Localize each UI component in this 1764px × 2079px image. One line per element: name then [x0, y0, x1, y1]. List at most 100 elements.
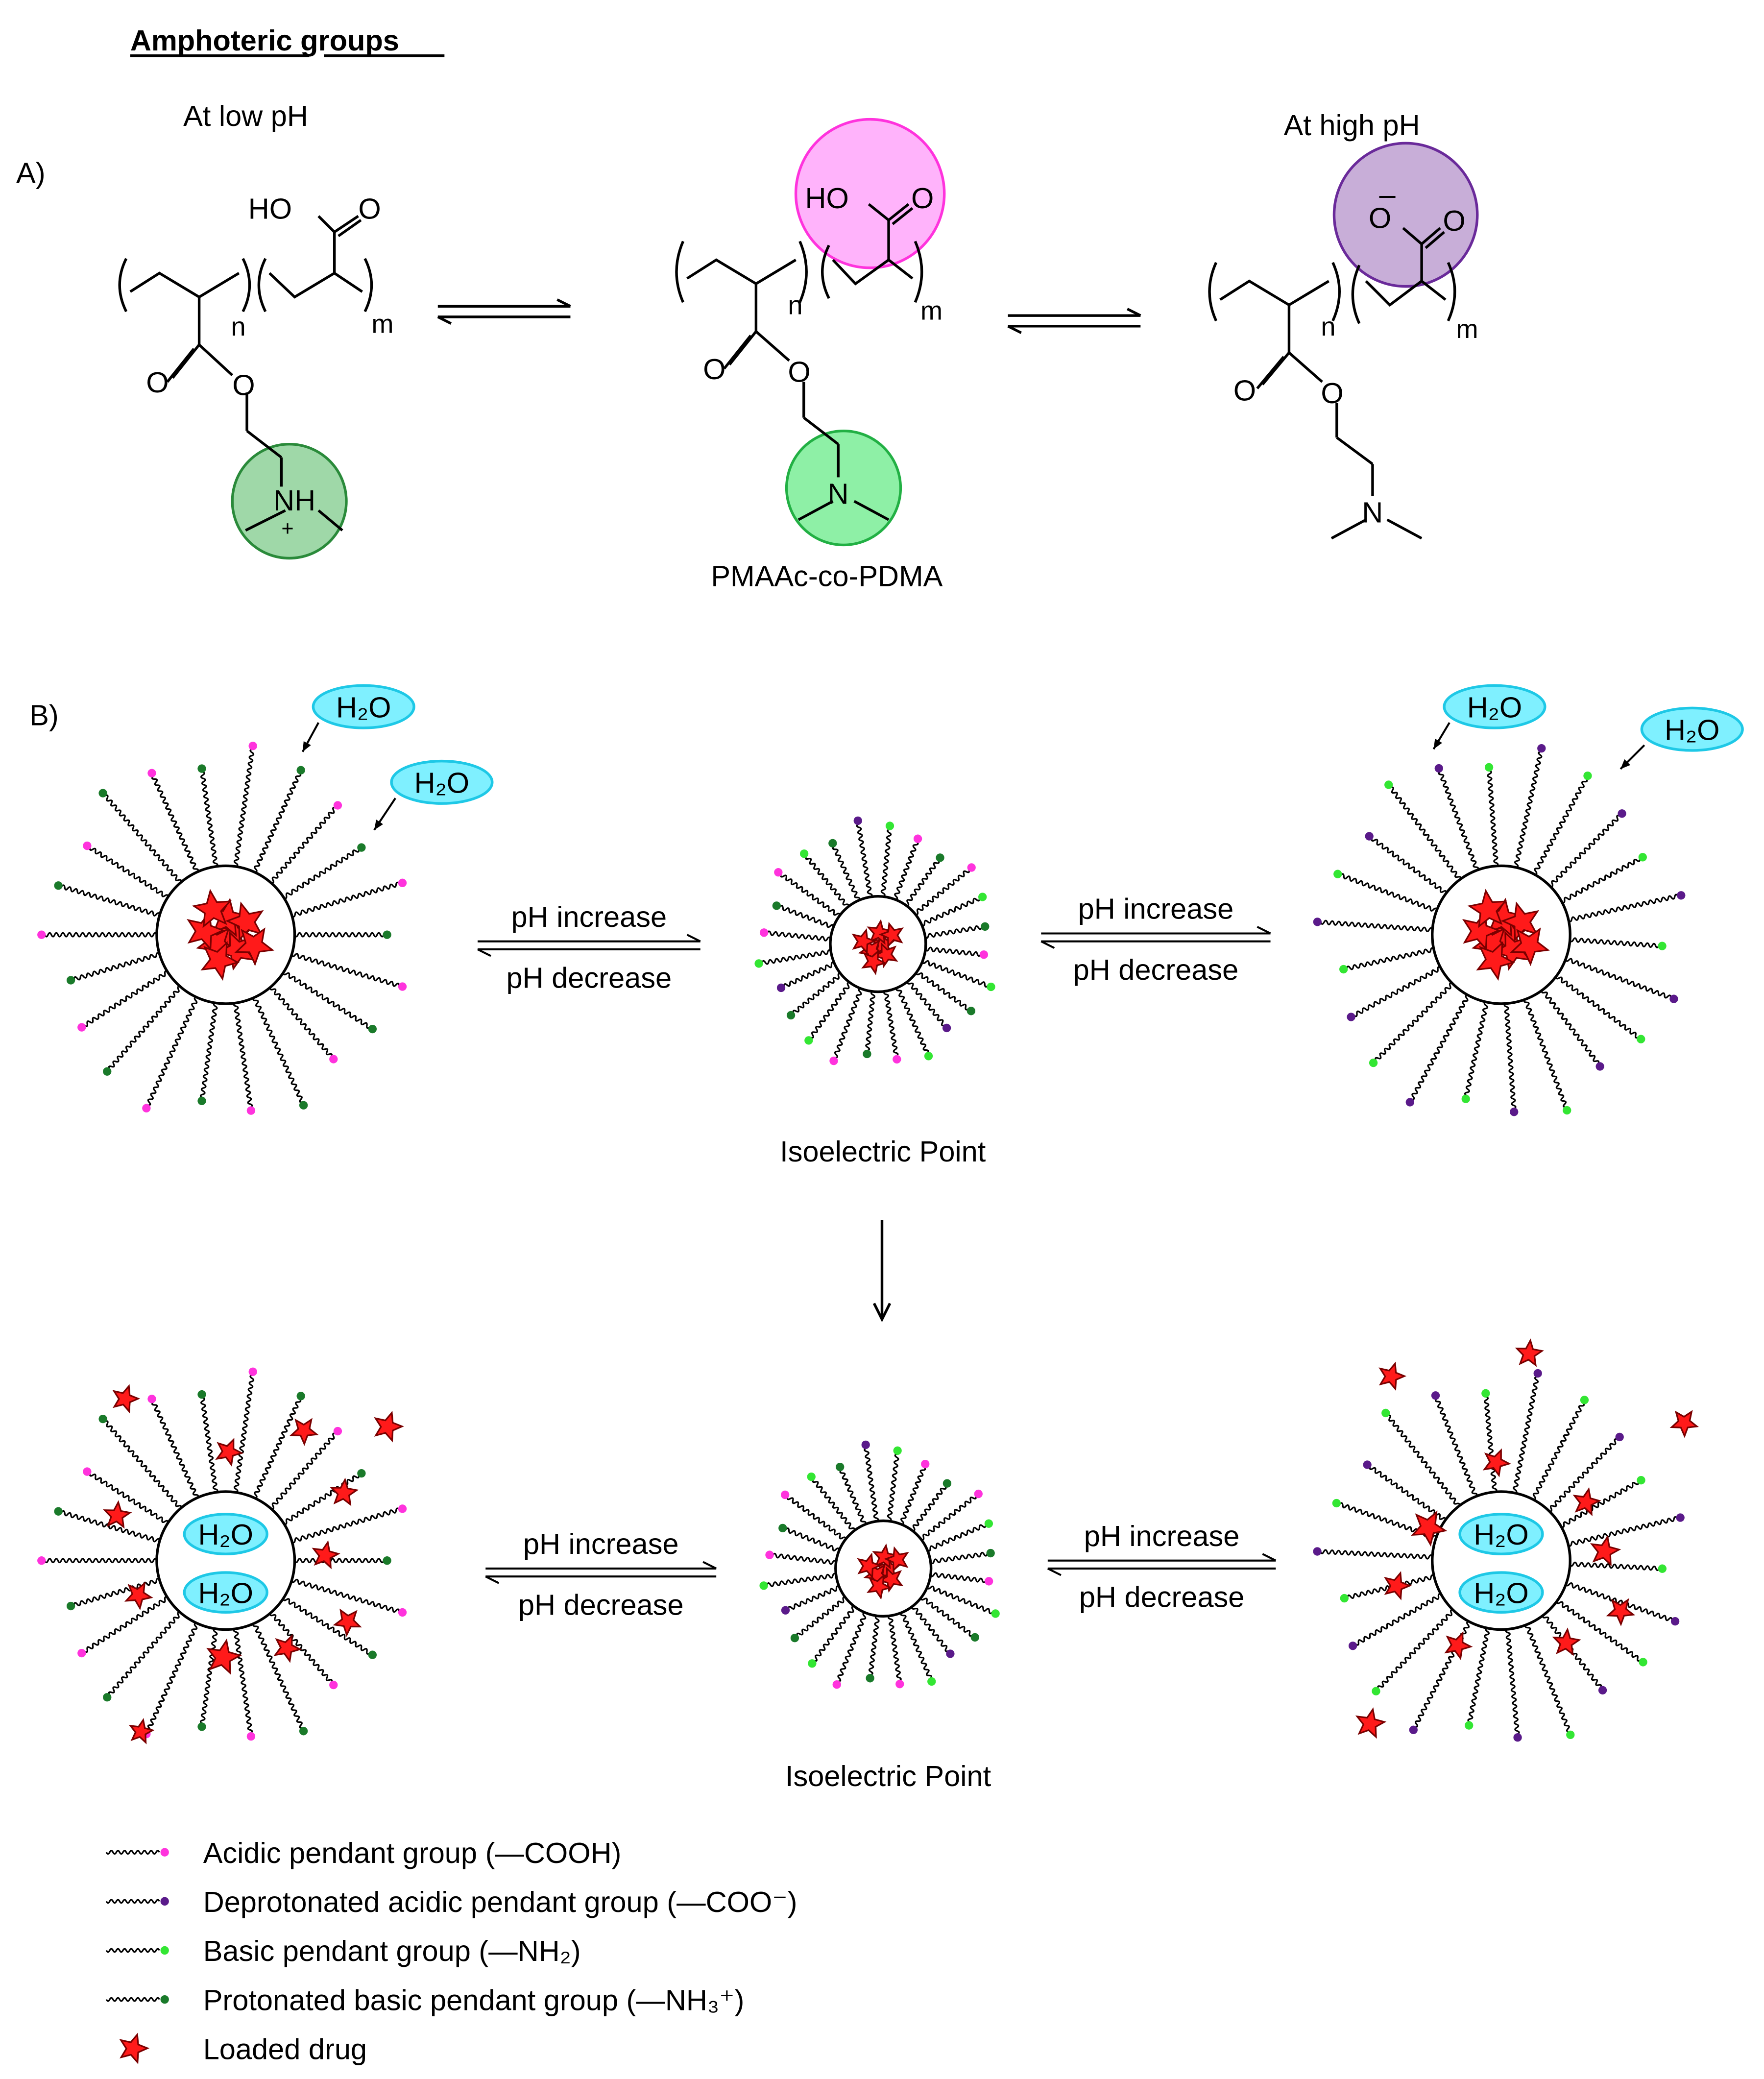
svg-text:–: – — [1379, 178, 1396, 211]
basic-end-group — [1658, 942, 1667, 950]
pendant-chain — [233, 1002, 256, 1115]
svg-text:m: m — [920, 296, 942, 325]
pendant-chain — [103, 1611, 181, 1702]
isoelectric-point-top: Isoelectric Point — [780, 1135, 986, 1168]
pendant-chain — [915, 863, 976, 916]
acidic-end-group — [984, 1577, 993, 1586]
deprotonated-end-group — [1595, 1062, 1604, 1071]
basic-end-group — [799, 849, 809, 858]
pendant-chain — [1465, 1627, 1490, 1730]
micelle-low-ph-loaded — [37, 742, 407, 1115]
protonated-end-group — [368, 1024, 377, 1034]
protonated-end-group — [98, 789, 107, 798]
low-ph-label: At low pH — [183, 99, 308, 132]
pendant-chain — [888, 1615, 904, 1689]
pendant-chain — [920, 1597, 979, 1642]
svg-text:H₂O: H₂O — [1467, 691, 1522, 724]
panel-b-label: B) — [29, 699, 59, 732]
legend: Acidic pendant group (—COOH)Deprotonated… — [105, 1837, 797, 2065]
loaded-drug-cluster-star — [187, 911, 225, 951]
protonated-end-group — [368, 1650, 377, 1659]
acidic-end-group — [248, 1367, 257, 1376]
acidic-end-group — [398, 982, 407, 991]
core-water-1: H₂O — [1458, 1513, 1544, 1555]
pendant-chain — [1512, 1369, 1542, 1494]
deprotonated-end-group — [1313, 918, 1322, 926]
basic-end-group — [1580, 1396, 1589, 1404]
basic-end-group — [1340, 1594, 1349, 1603]
basic-end-group — [808, 1659, 817, 1668]
pendant-chain — [197, 1628, 218, 1731]
basic-end-group — [987, 982, 995, 991]
loaded-drug-cluster-star — [1467, 889, 1507, 928]
acidic-end-group — [974, 1489, 983, 1499]
pendant-chain — [921, 893, 987, 926]
svg-text:H₂O: H₂O — [1665, 713, 1719, 746]
pendant-chain — [930, 1572, 993, 1586]
water-label-3: H₂O — [1443, 684, 1547, 729]
deprotonated-end-group — [1533, 1369, 1542, 1378]
pendant-chain — [1514, 744, 1546, 869]
acidic-end-group — [246, 1106, 256, 1115]
pendant-chain — [283, 1597, 377, 1659]
acidic-end-group — [832, 1680, 841, 1689]
acidic-end-group — [895, 1680, 904, 1689]
polymer-name: PMAAc-co-PDMA — [711, 559, 942, 592]
pendant-chain — [883, 990, 901, 1064]
basic-end-group — [984, 1519, 993, 1528]
svg-text:H₂O: H₂O — [336, 691, 391, 724]
protonated-legend-dot — [160, 1995, 169, 2004]
deprotonated-end-group — [1669, 994, 1678, 1003]
high-ph-label: At high pH — [1284, 109, 1420, 142]
basic-end-group — [978, 893, 987, 901]
core-water-2: H₂O — [183, 1571, 268, 1614]
water-label-4: H₂O — [1640, 706, 1744, 752]
acidic-end-group — [765, 1550, 774, 1559]
pendant-chain — [828, 839, 861, 901]
protonated-end-group — [836, 1462, 845, 1472]
protonated-end-group — [778, 1523, 787, 1533]
acidic-legend-dot — [160, 1848, 169, 1857]
pendant-chain — [926, 1519, 993, 1552]
deprotonated-end-group — [1513, 1733, 1522, 1742]
pendant-chain — [1505, 1628, 1522, 1742]
protonated-end-group — [197, 1390, 206, 1399]
legend-item-drug: Loaded drug — [119, 2032, 367, 2065]
pendant-chain — [924, 946, 989, 959]
svg-text:H₂O: H₂O — [1474, 1518, 1528, 1551]
pendant-chain — [832, 1612, 867, 1689]
pendant-chain — [759, 928, 832, 942]
pendant-chain — [147, 1395, 199, 1499]
structure-mid-labels: n m HO O O O N — [703, 182, 942, 510]
pendant-chain — [37, 930, 158, 939]
released-drug-star — [1552, 1627, 1581, 1656]
pendant-chain — [1369, 982, 1453, 1067]
acidic-end-group — [37, 930, 46, 939]
pendant-chain — [283, 1469, 366, 1525]
deprotonated-end-group — [776, 983, 786, 992]
pendant-chain — [293, 1556, 391, 1565]
released-drug-star — [215, 1437, 244, 1467]
legend-label: Acidic pendant group (—COOH) — [203, 1837, 622, 1869]
pendant-chain — [254, 1392, 305, 1499]
basic-end-group — [1332, 1499, 1341, 1508]
carboxylate-highlight-circle — [1332, 142, 1479, 288]
structure-low-ph — [118, 215, 373, 532]
svg-text:O: O — [703, 353, 725, 386]
acidic-end-group — [398, 1608, 407, 1617]
pendant-chain — [98, 789, 182, 883]
basic-end-group — [885, 822, 894, 830]
basic-end-group — [1481, 1389, 1490, 1398]
pendant-chain — [772, 901, 834, 928]
deprotonated-end-group — [1618, 809, 1626, 818]
pendant-chain — [1503, 1003, 1519, 1116]
svg-text:O: O — [232, 369, 255, 402]
acidic-end-group — [83, 841, 92, 850]
pendant-chain — [920, 1489, 983, 1541]
protonated-end-group — [357, 843, 366, 852]
acidic-end-group — [248, 742, 257, 750]
svg-text:m: m — [371, 309, 393, 338]
